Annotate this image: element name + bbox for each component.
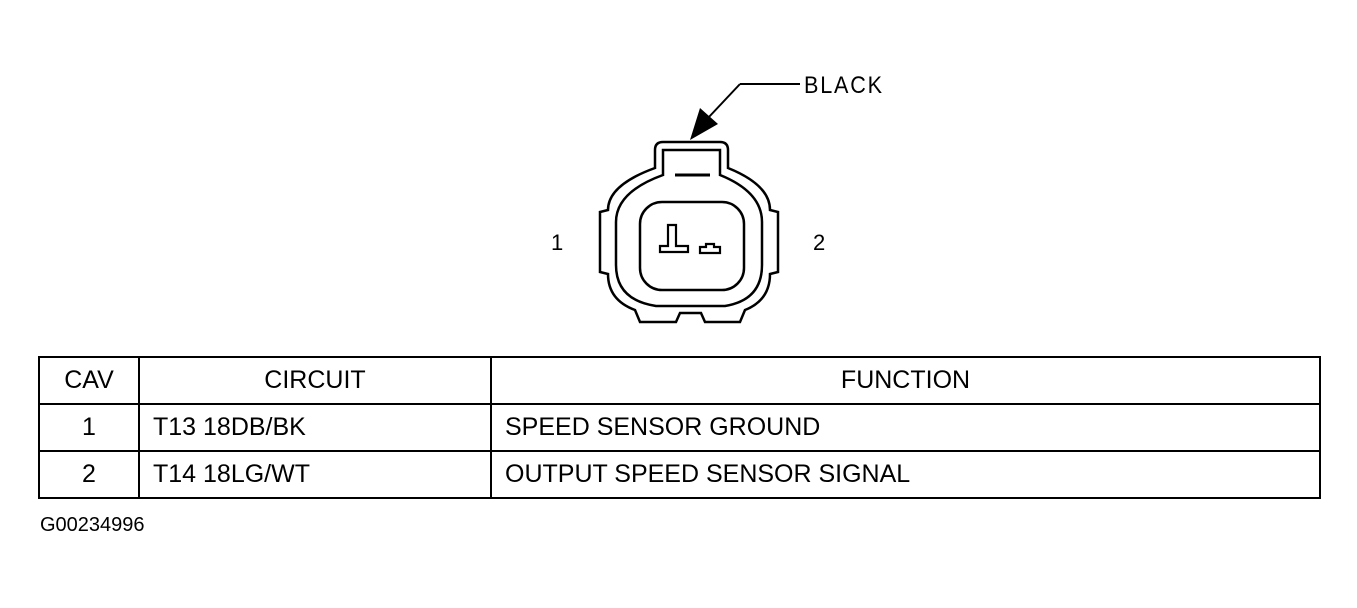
pin-label-1: 1 <box>551 230 565 255</box>
figure-id: G00234996 <box>40 514 145 536</box>
pin-label-2: 2 <box>813 230 827 255</box>
connector-housing-outer <box>598 140 780 324</box>
color-leader-line-diagonal <box>707 83 741 119</box>
cell-function: SPEED SENSOR GROUND <box>490 403 1321 452</box>
table-row: 1 T13 18DB/BK SPEED SENSOR GROUND <box>38 403 1321 452</box>
header-function: FUNCTION <box>490 356 1321 405</box>
cell-cav: 2 <box>38 450 140 499</box>
table-row: 2 T14 18LG/WT OUTPUT SPEED SENSOR SIGNAL <box>38 450 1321 499</box>
connector-face-diagram <box>598 83 800 324</box>
terminal-cavity <box>638 200 746 292</box>
cell-circuit: T14 18LG/WT <box>138 450 492 499</box>
terminal-pin-1 <box>658 223 690 254</box>
header-cav: CAV <box>38 356 140 405</box>
cell-function: OUTPUT SPEED SENSOR SIGNAL <box>490 450 1321 499</box>
terminal-pin-2 <box>698 242 722 255</box>
pinout-table: CAV CIRCUIT FUNCTION 1 T13 18DB/BK SPEED… <box>38 356 1321 499</box>
connector-color-label: BLACK <box>804 72 884 99</box>
header-circuit: CIRCUIT <box>138 356 492 405</box>
cell-circuit: T13 18DB/BK <box>138 403 492 452</box>
table-header-row: CAV CIRCUIT FUNCTION <box>38 356 1321 405</box>
connector-housing-inner <box>614 148 764 308</box>
cell-cav: 1 <box>38 403 140 452</box>
color-leader-arrowhead <box>690 108 718 140</box>
